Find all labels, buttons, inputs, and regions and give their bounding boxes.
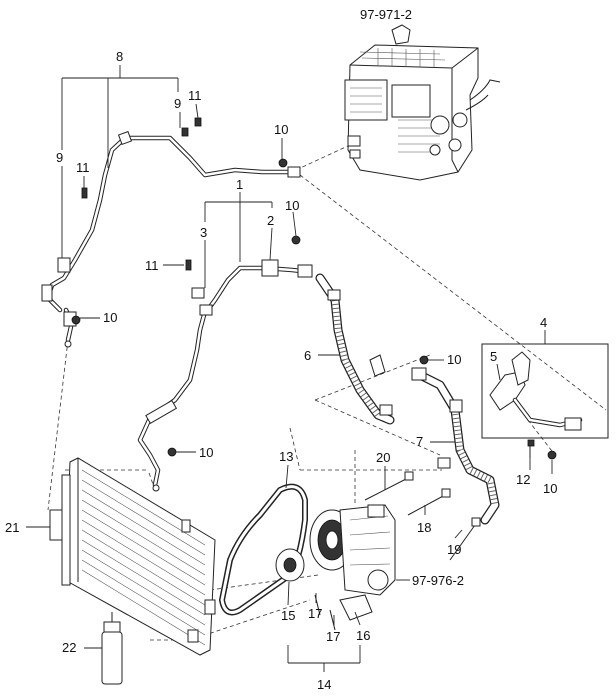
label-7: 7 (416, 434, 423, 449)
label-11-mid: 11 (145, 258, 159, 273)
label-12: 12 (516, 472, 530, 487)
label-20: 20 (376, 450, 390, 465)
callout-labels: 97-971-2 8 9 11 10 9 11 1 2 10 3 11 10 4… (5, 7, 557, 692)
label-9-top: 9 (174, 96, 181, 111)
label-11-top: 11 (188, 88, 202, 103)
compressor (309, 504, 396, 621)
ref-97-976-2: 97-976-2 (412, 573, 464, 588)
condenser (49, 457, 216, 656)
label-10-low: 10 (199, 445, 213, 460)
label-1: 1 (236, 177, 243, 192)
label-10-bracket: 10 (543, 481, 557, 496)
label-16: 16 (356, 628, 370, 643)
label-3: 3 (200, 225, 207, 240)
fasteners (71, 117, 557, 460)
label-2: 2 (267, 213, 274, 228)
ref-97-971-2: 97-971-2 (360, 7, 412, 22)
bolts (314, 471, 481, 631)
label-6: 6 (304, 348, 311, 363)
label-10-top: 10 (274, 122, 288, 137)
label-13: 13 (279, 449, 293, 464)
evaporator-unit (344, 24, 501, 181)
label-17-upper: 17 (308, 606, 322, 621)
label-17-lower: 17 (326, 629, 340, 644)
label-22: 22 (62, 640, 76, 655)
label-15: 15 (281, 608, 295, 623)
label-19: 19 (447, 542, 461, 557)
middle-pipe-assembly (137, 259, 313, 492)
label-21: 21 (5, 520, 19, 535)
label-18: 18 (417, 520, 431, 535)
bracket-assembly (481, 343, 609, 458)
hose-6 (315, 273, 395, 425)
label-8: 8 (116, 49, 123, 64)
label-14: 14 (317, 677, 331, 692)
drive-belt (218, 483, 308, 616)
idler-pulley (275, 548, 305, 582)
label-10-right: 10 (447, 352, 461, 367)
leader-lines (26, 65, 553, 672)
label-10-left: 10 (103, 310, 117, 325)
label-5: 5 (490, 349, 497, 364)
label-10-mid: 10 (285, 198, 299, 213)
label-9-left: 9 (56, 150, 63, 165)
hose-7 (411, 367, 500, 525)
label-4: 4 (540, 315, 547, 330)
receiver-drier (101, 612, 123, 685)
label-11-left: 11 (76, 160, 90, 175)
